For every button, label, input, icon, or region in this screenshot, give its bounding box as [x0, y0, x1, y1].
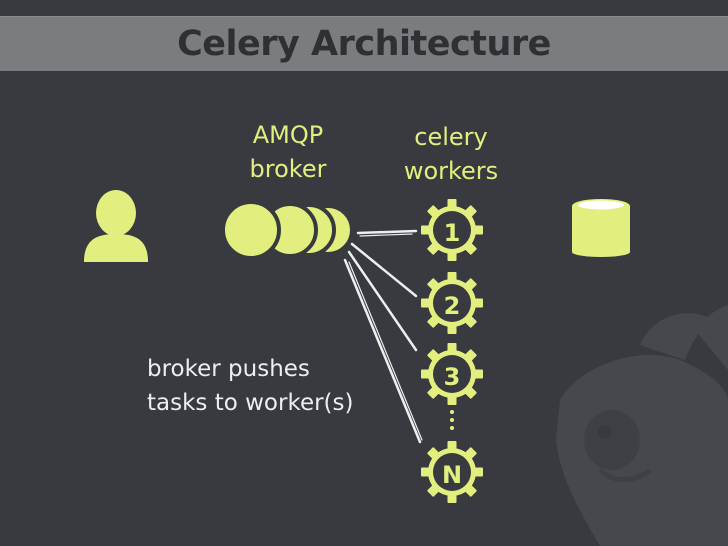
celery-mascot-icon	[556, 305, 728, 546]
arrow-to-worker-n	[343, 258, 422, 444]
push-arrows	[343, 229, 423, 444]
broker-label-line2: broker	[249, 155, 327, 183]
worker-2-number: 2	[444, 292, 461, 320]
worker-n-number: N	[442, 461, 462, 489]
user-icon	[84, 190, 148, 262]
worker-1-number: 1	[444, 219, 461, 247]
arrow-to-worker-1-shadow	[359, 233, 413, 237]
broker-queue-icon	[221, 200, 354, 260]
caption-line2: tasks to worker(s)	[147, 390, 354, 416]
arrow-to-worker-3	[347, 250, 418, 352]
worker-1: 1	[421, 199, 483, 261]
workers-label-line1: celery	[414, 123, 488, 151]
arrow-to-worker-n-shadow	[348, 261, 423, 441]
worker-3-number: 3	[444, 363, 461, 391]
diagram-caption: broker pushes tasks to worker(s)	[147, 352, 353, 420]
worker-3: 3	[421, 343, 483, 405]
workers-label: celery workers	[392, 120, 510, 188]
workers-label-line2: workers	[403, 157, 499, 185]
broker-label-line1: AMQP	[252, 121, 324, 149]
worker-ellipsis	[450, 410, 454, 430]
caption-line1: broker pushes	[147, 356, 310, 382]
arrow-to-worker-2	[350, 242, 418, 298]
worker-n: N	[421, 441, 483, 503]
database-icon	[572, 199, 630, 257]
page-title: Celery Architecture	[177, 24, 551, 64]
arrow-to-worker-1	[356, 229, 418, 235]
worker-2: 2	[421, 272, 483, 334]
title-bar: Celery Architecture	[0, 16, 728, 71]
broker-label: AMQP broker	[232, 118, 344, 186]
